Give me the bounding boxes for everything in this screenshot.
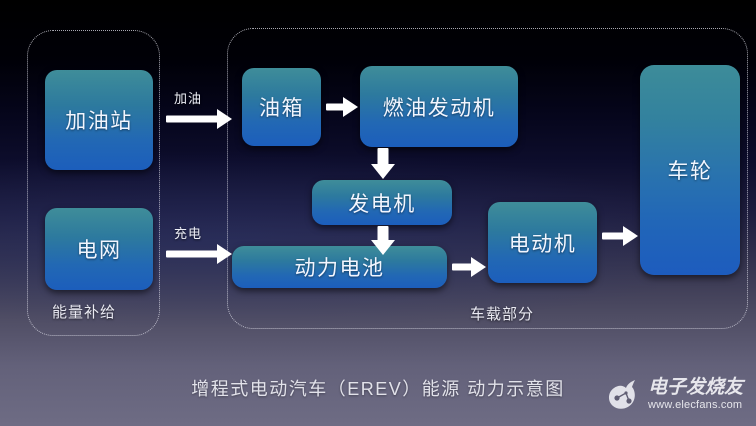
arrow-right-icon-charge [166,243,232,265]
node-fuel-engine[interactable]: 燃油发动机 [360,66,518,147]
panel-label-vehicle-onboard: 车载部分 [470,306,535,323]
node-gas-station[interactable]: 加油站 [45,70,153,170]
watermark-text: 电子发烧友 www.elecfans.com [648,378,743,411]
panel-energy-supply [27,30,160,336]
watermark-brand: 电子发烧友 [648,376,744,398]
diagram-caption: 增程式电动汽车（EREV）能源 动力示意图 [191,379,565,399]
flow-label-refuel: 加油 [174,91,203,106]
node-power-grid[interactable]: 电网 [45,208,153,290]
arrow-shaft [166,250,218,258]
elecfans-logo-icon [604,374,644,414]
panel-label-energy-supply: 能量补给 [52,304,117,321]
node-electric-motor[interactable]: 电动机 [488,202,597,283]
arrow-right-icon-refuel [166,108,232,130]
arrow-shaft [166,115,218,123]
watermark: 电子发烧友 www.elecfans.com [604,370,750,418]
node-wheel[interactable]: 车轮 [640,65,740,275]
node-fuel-tank[interactable]: 油箱 [242,68,321,146]
node-power-battery[interactable]: 动力电池 [232,246,447,288]
flow-label-charge: 充电 [174,226,203,241]
node-generator[interactable]: 发电机 [312,180,452,225]
watermark-url: www.elecfans.com [648,398,743,411]
panel-vehicle-onboard [227,28,748,329]
